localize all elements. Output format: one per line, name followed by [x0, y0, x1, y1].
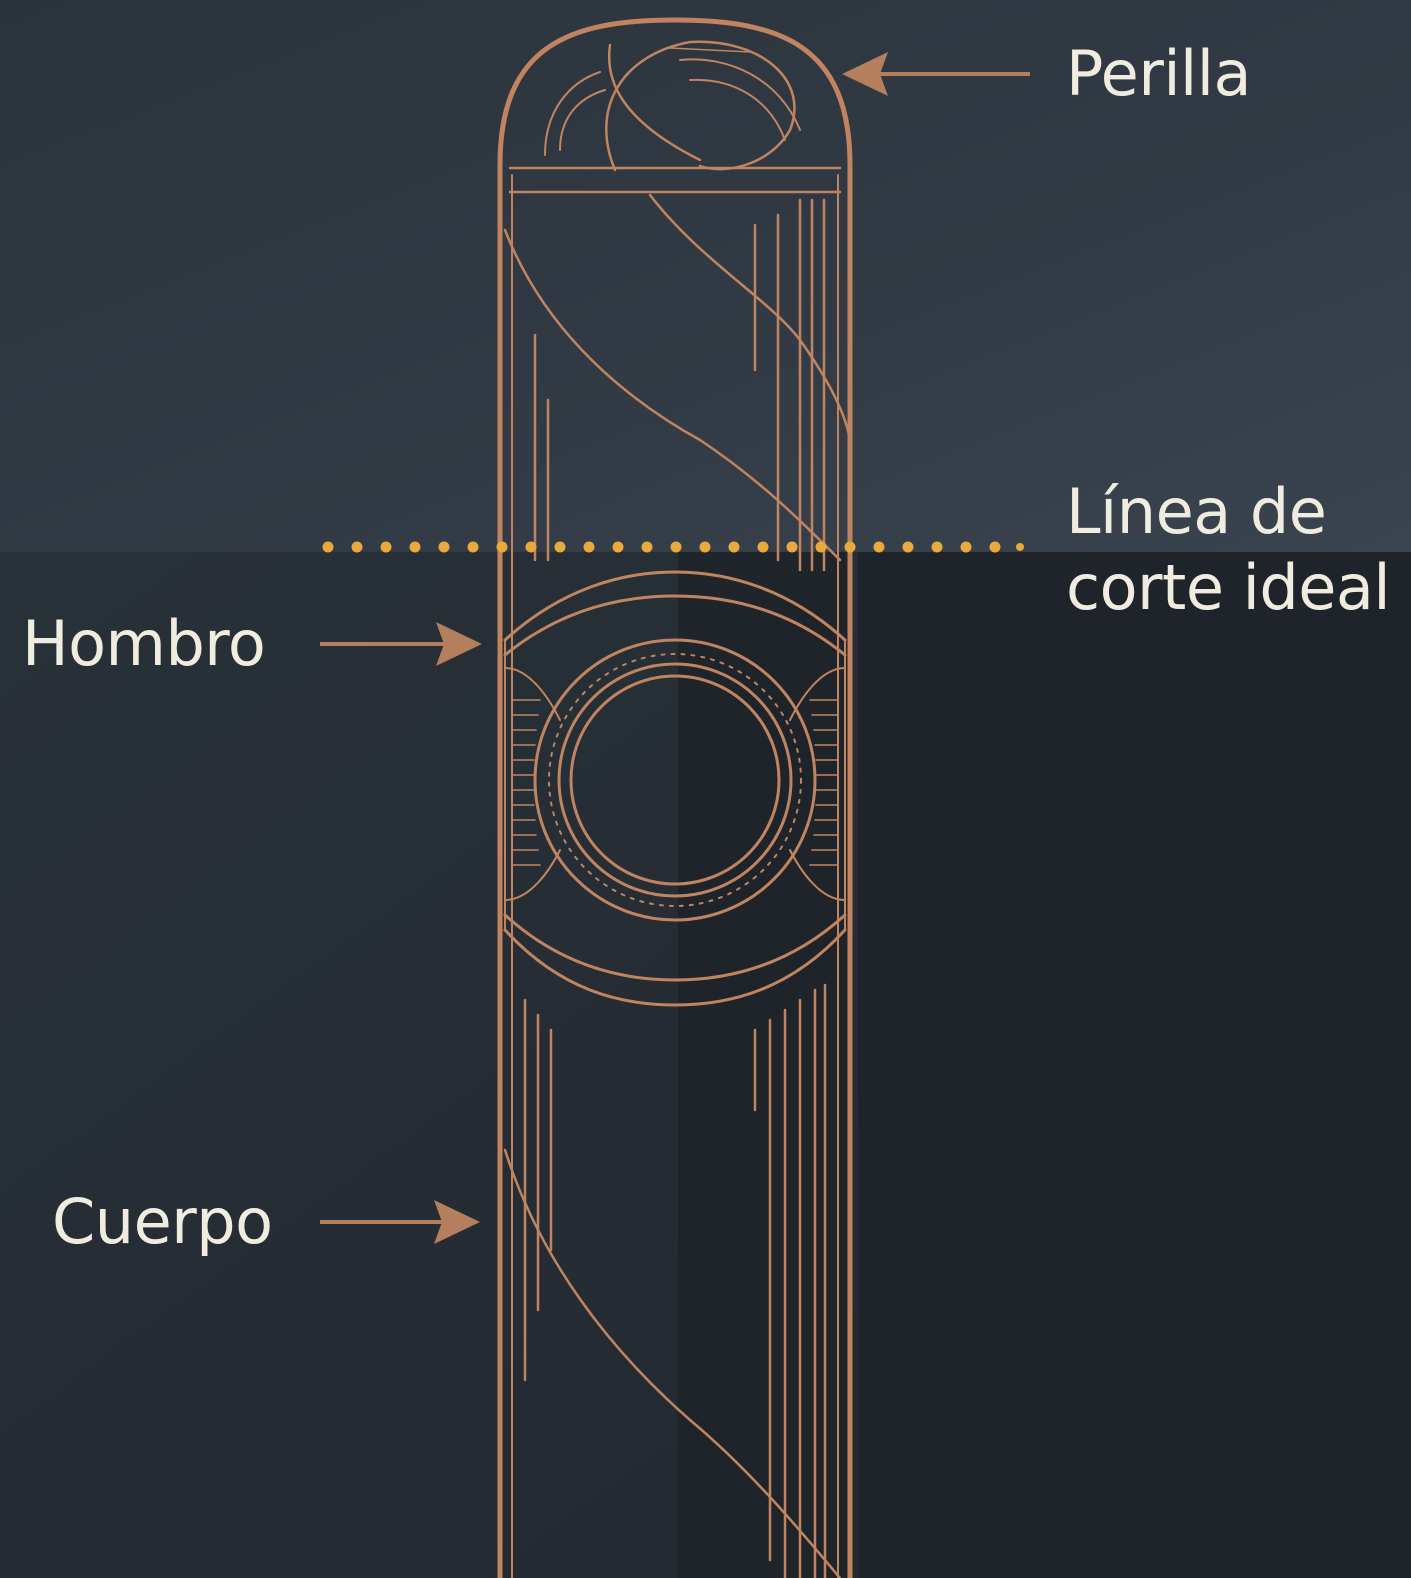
background-right-panel: [858, 552, 1411, 1578]
ideal-cut-line: [322, 541, 1024, 553]
wrapper-upper: [503, 193, 850, 572]
cigar-outline: [497, 17, 853, 1578]
label-perilla: Perilla: [1066, 37, 1251, 110]
cigar-shadow-half: [678, 552, 850, 1578]
cap-perilla: [508, 40, 842, 194]
band-medallion-inner: [569, 674, 781, 886]
label-cuerpo: Cuerpo: [52, 1185, 273, 1258]
arrow-hombro: [320, 622, 482, 666]
background-upper: [0, 0, 1411, 552]
wrapper-lower: [503, 983, 842, 1578]
label-hombro: Hombro: [22, 607, 266, 680]
arrow-cuerpo: [320, 1200, 480, 1244]
band-medallion-outer: [533, 638, 817, 922]
cigar-band: [503, 570, 847, 1007]
label-linea-de-corte: Línea de corte ideal: [1066, 475, 1391, 624]
arrow-perilla: [842, 52, 1030, 96]
cigar-illustration: [497, 17, 853, 1578]
